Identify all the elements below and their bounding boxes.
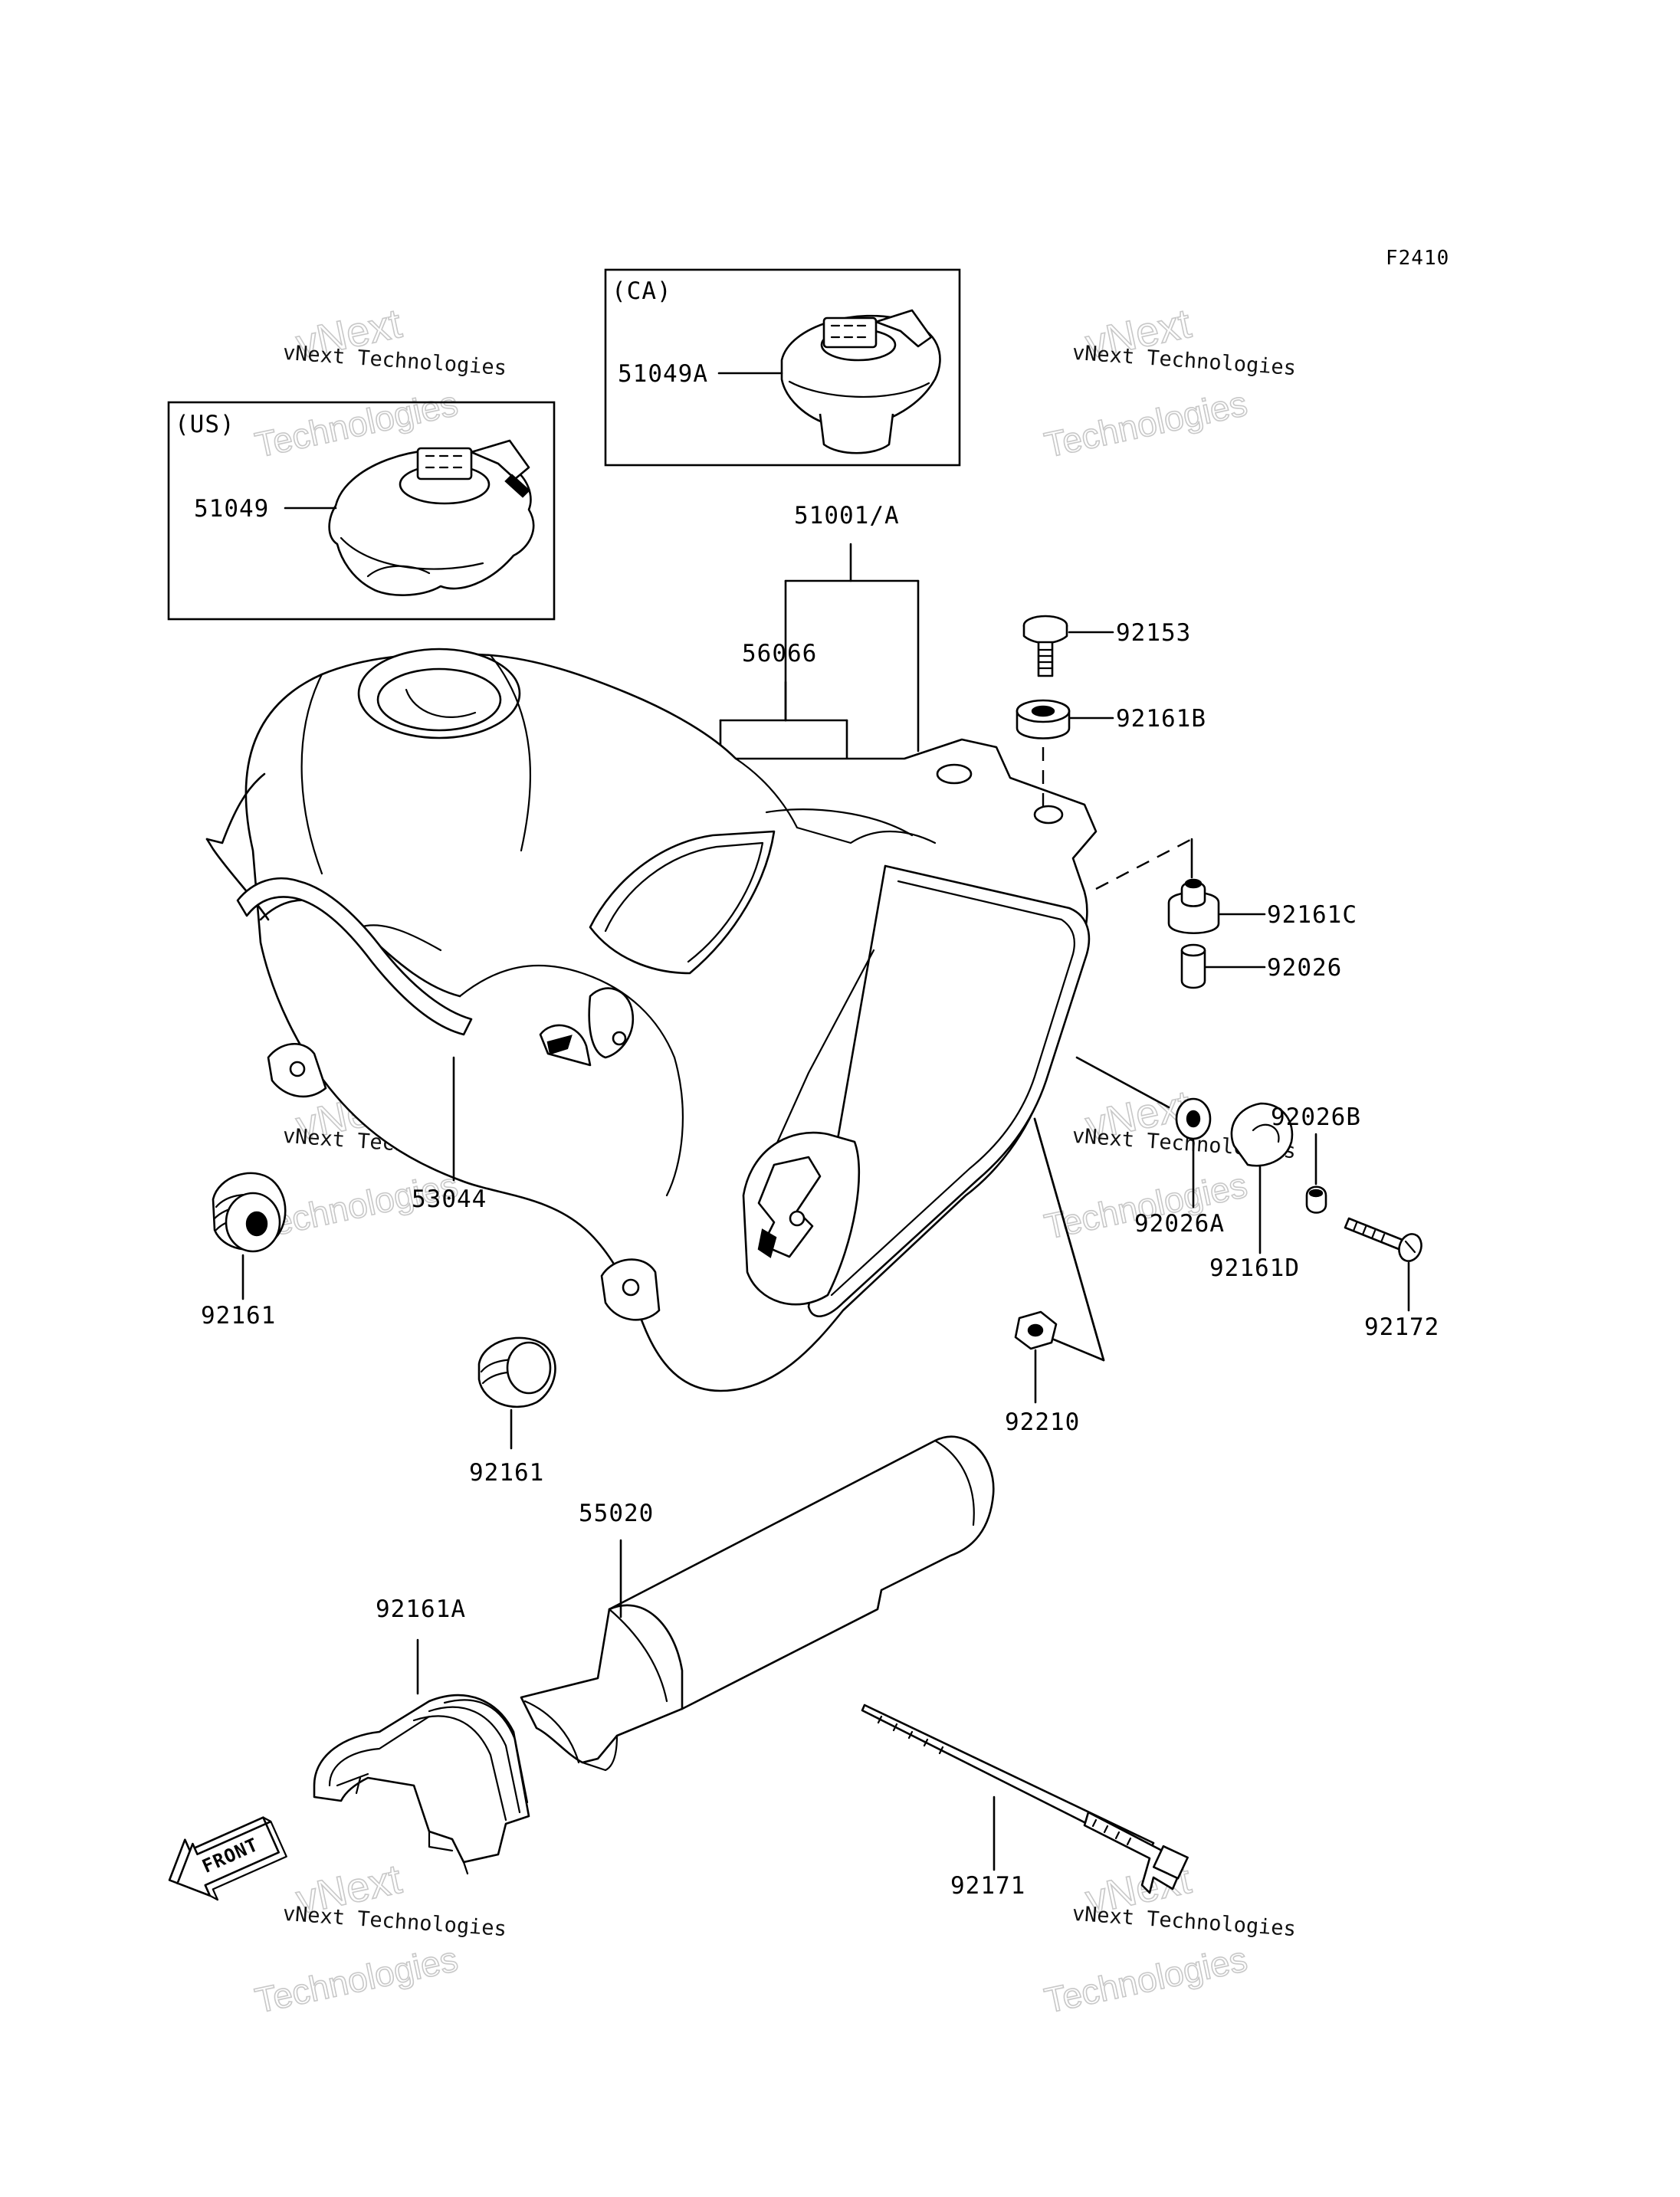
us-region-label: (US) — [175, 411, 235, 438]
tube-55020 — [520, 1435, 995, 1772]
part-label-56066: 56066 — [742, 640, 817, 667]
part-label-92026b: 92026B — [1271, 1103, 1361, 1131]
bolt-92153 — [1022, 615, 1068, 677]
part-label-92161-mid: 92161 — [469, 1459, 544, 1487]
part-label-92026a: 92026A — [1134, 1210, 1225, 1238]
seal-strip-53044 — [236, 877, 473, 1036]
fuel-tank — [205, 648, 1098, 1392]
part-label-92172: 92172 — [1364, 1313, 1439, 1341]
part-label-51049: 51049 — [194, 495, 269, 523]
grommet-92161d — [1230, 1102, 1294, 1167]
part-label-51049a: 51049A — [618, 360, 708, 388]
nut-92210 — [1014, 1310, 1058, 1350]
grommet-92026a — [1175, 1097, 1212, 1140]
part-label-92026: 92026 — [1267, 954, 1342, 982]
part-label-92210: 92210 — [1005, 1408, 1080, 1436]
grommet-92161b — [1016, 699, 1071, 739]
grommet-92161-mid — [477, 1336, 556, 1408]
grommet-92161c — [1167, 878, 1220, 935]
ca-region-label: (CA) — [612, 277, 672, 305]
watermark-top-right: vNext Technologies — [1040, 300, 1251, 465]
part-label-55020: 55020 — [579, 1500, 654, 1527]
ca-variant-box — [604, 268, 961, 467]
collar-92026b — [1305, 1185, 1327, 1214]
svg-text:Technologies: Technologies — [251, 1939, 461, 2021]
fuel-cap-us — [328, 439, 535, 596]
svg-text:Technologies: Technologies — [1041, 383, 1250, 465]
collar-92026 — [1180, 943, 1206, 989]
part-label-92161b: 92161B — [1116, 705, 1206, 733]
watermark-top-left: vNext Technologies — [251, 300, 461, 465]
us-variant-box — [167, 401, 556, 621]
part-label-92153: 92153 — [1116, 619, 1191, 647]
cable-tie-92171 — [861, 1703, 1189, 1894]
damper-92161a — [313, 1694, 530, 1875]
part-label-92171: 92171 — [950, 1872, 1025, 1900]
front-direction-arrow: FRONT — [168, 1816, 287, 1901]
part-label-92161-left: 92161 — [201, 1302, 276, 1330]
fuel-cap-ca — [780, 309, 941, 454]
part-label-53044: 53044 — [412, 1185, 487, 1213]
watermark-text-bottom-left: vNext Technologies — [282, 1902, 507, 1941]
part-label-92161d: 92161D — [1209, 1254, 1300, 1282]
part-label-51001a: 51001/A — [794, 502, 900, 530]
part-label-92161a: 92161A — [376, 1595, 466, 1623]
svg-text:Technologies: Technologies — [1041, 1939, 1250, 2021]
figure-code: F2410 — [1386, 247, 1449, 270]
watermark-text-bottom-right: vNext Technologies — [1071, 1902, 1297, 1941]
grommet-92161-left — [212, 1172, 287, 1253]
screw-92172 — [1344, 1217, 1422, 1262]
part-label-92161c: 92161C — [1267, 901, 1357, 929]
